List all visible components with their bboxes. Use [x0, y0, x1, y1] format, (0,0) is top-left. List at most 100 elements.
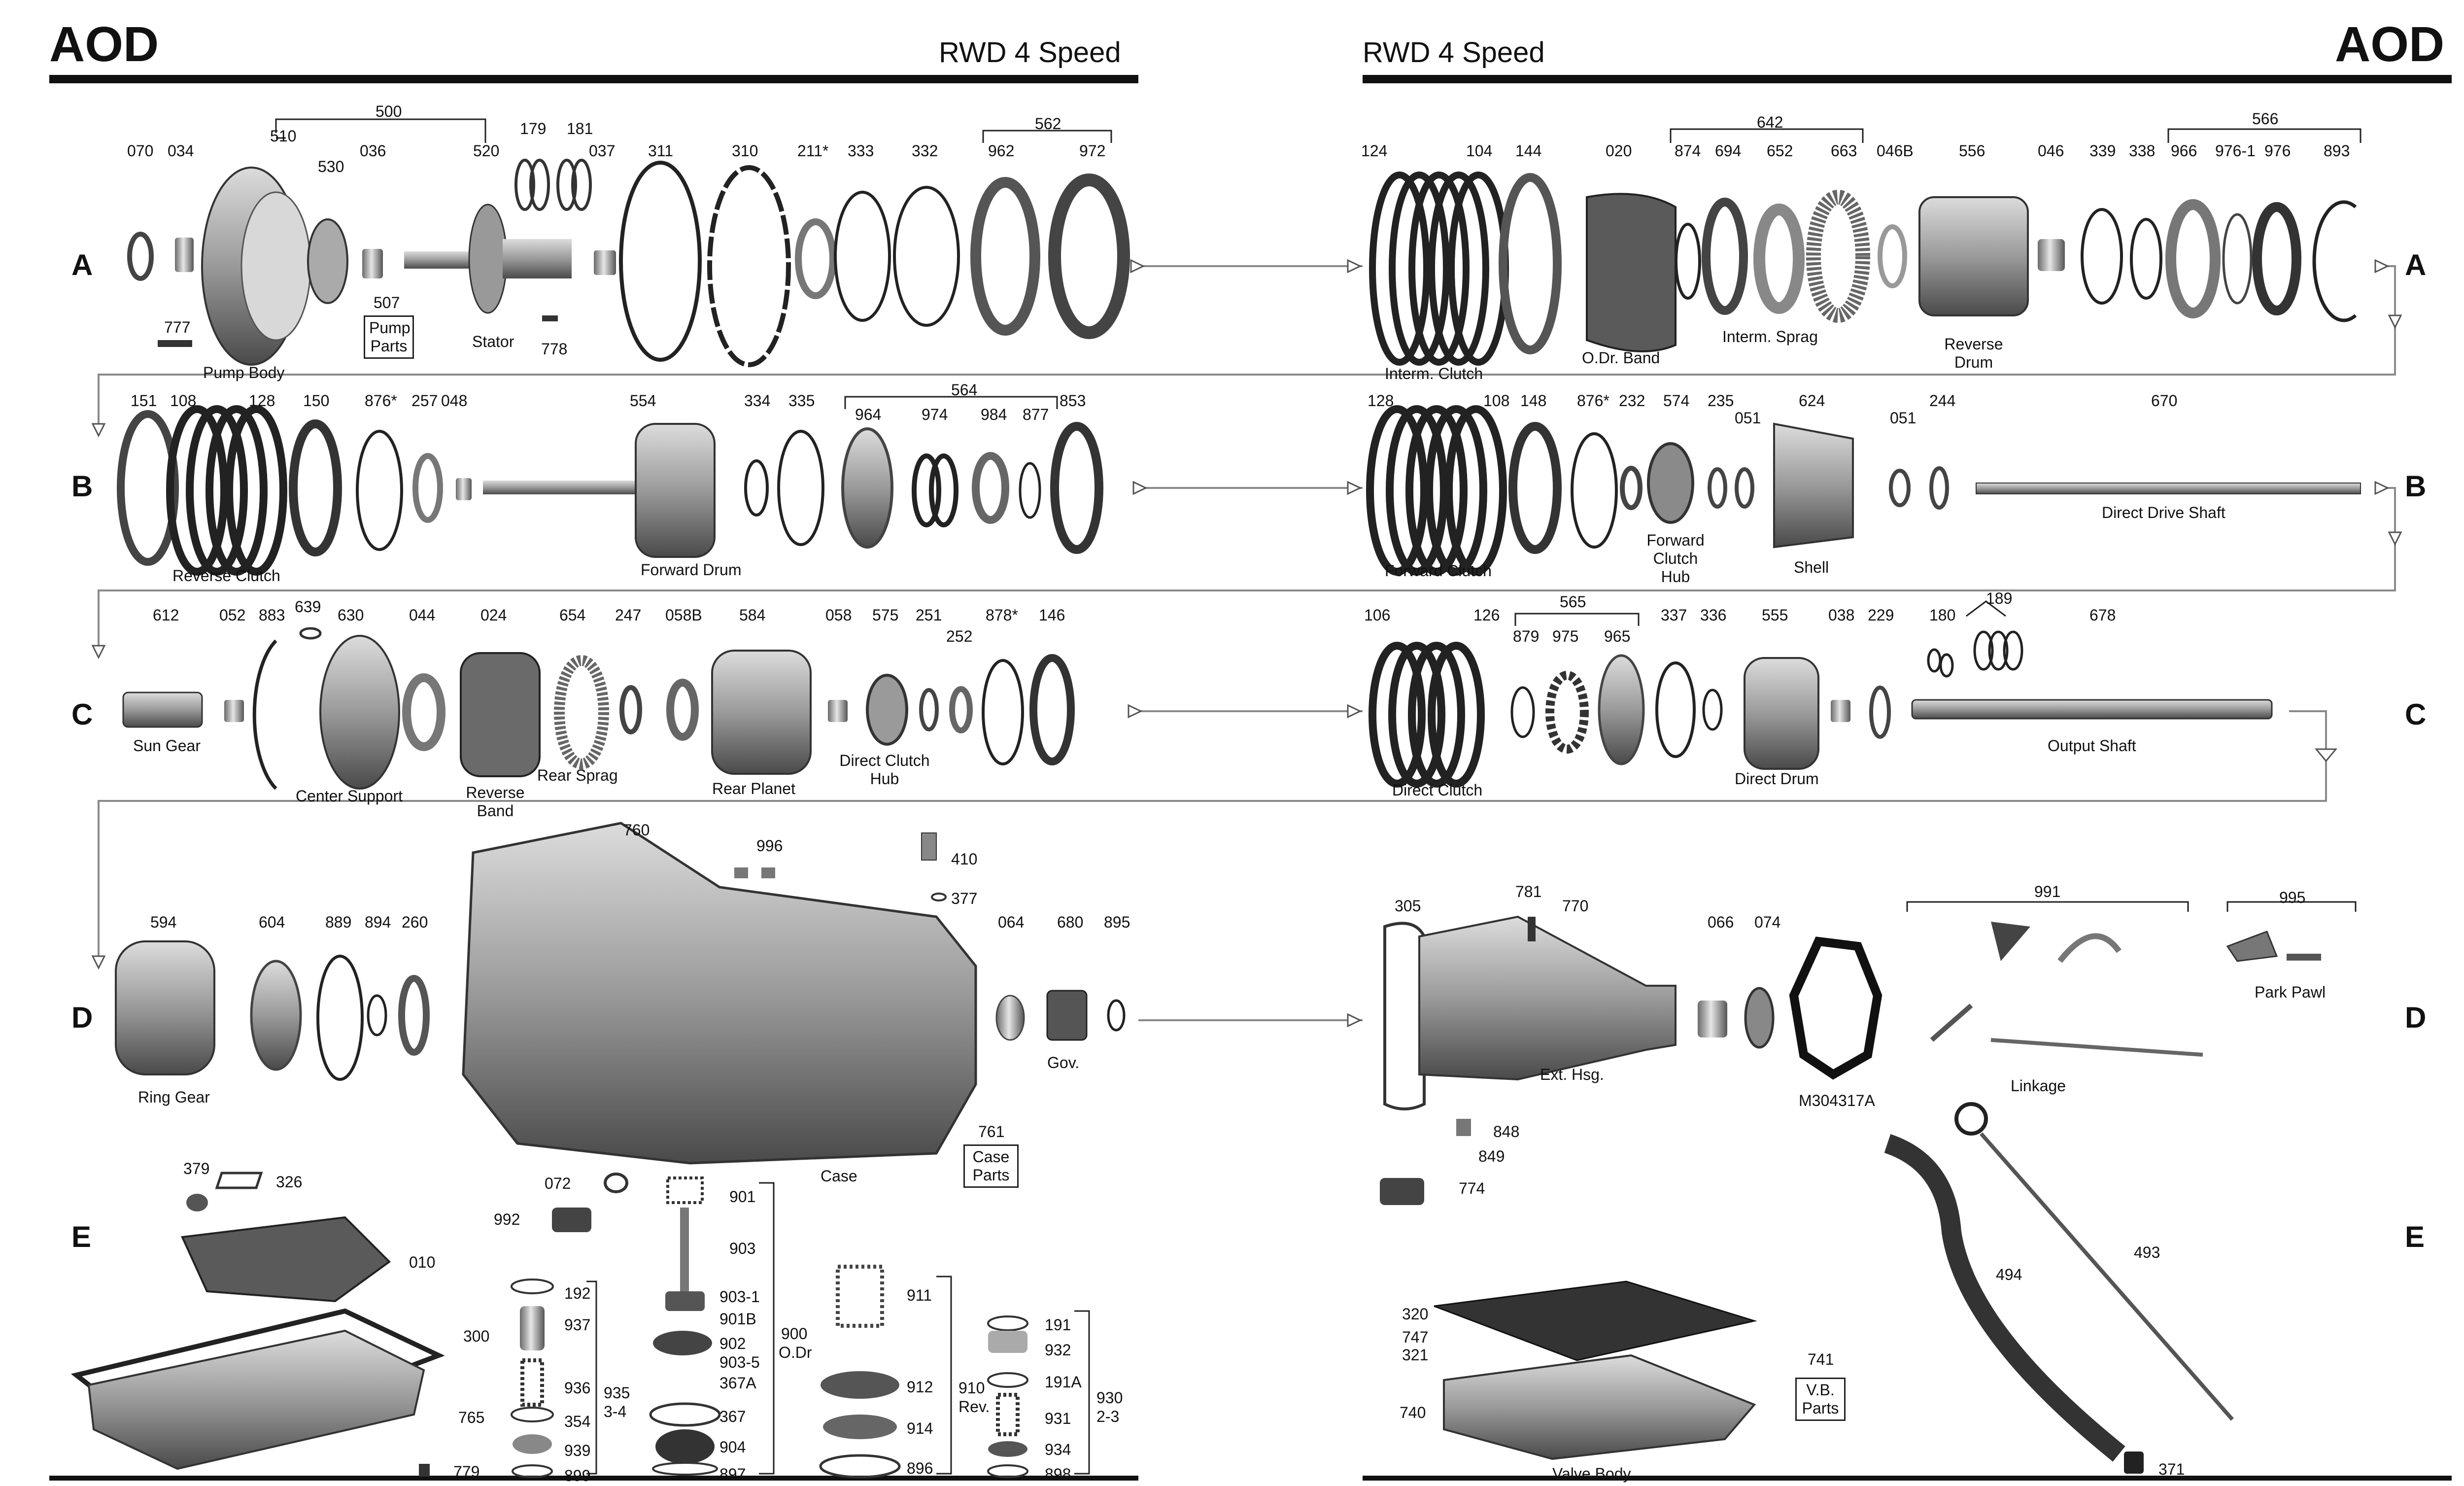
- part-895-ring: [1107, 999, 1126, 1032]
- reverse-band-shape: [460, 652, 541, 777]
- pump-parts-box[interactable]: Pump Parts: [364, 315, 414, 359]
- linkage-arm: [1930, 1003, 1973, 1042]
- part-label: 895: [1104, 913, 1130, 931]
- output-shaft-shape: [1911, 699, 2273, 720]
- part-252-washer: [949, 686, 973, 733]
- arrowhead: [91, 955, 106, 970]
- part-label: 874: [1675, 142, 1701, 160]
- part-label: 126: [1473, 606, 1500, 624]
- part-label: 678: [2089, 606, 2116, 624]
- part-912-piston: [821, 1371, 899, 1399]
- part-label: 058B: [665, 606, 702, 624]
- bracket-930: [1074, 1310, 1090, 1475]
- part-179-seal: [514, 159, 535, 211]
- part-label: 493: [2134, 1244, 2160, 1261]
- bracket-566: [2167, 128, 2361, 143]
- linkage-shape-2: [2057, 933, 2122, 963]
- part-label: 410: [951, 850, 978, 868]
- part-332-ring: [893, 186, 960, 327]
- part-191-ring: [987, 1315, 1028, 1331]
- part-label: 877: [1023, 406, 1049, 423]
- part-848-fitting: [1456, 1119, 1471, 1136]
- part-903-rod: [680, 1208, 689, 1291]
- part-058b-race: [666, 679, 699, 741]
- caption-output-shaft: Output Shaft: [2048, 737, 2136, 755]
- forward-drum-shape: [635, 423, 716, 558]
- part-975-spring: [1545, 671, 1589, 754]
- part-901-spring: [666, 1176, 704, 1204]
- bracket-562: [982, 130, 1112, 143]
- part-label: 777: [164, 318, 191, 336]
- part-label: 965: [1604, 627, 1631, 645]
- part-label: 876*: [1577, 392, 1609, 410]
- part-label: 037: [589, 142, 616, 160]
- part-label: 849: [1478, 1147, 1505, 1165]
- part-371-cap: [2124, 1451, 2144, 1474]
- part-label: 260: [402, 913, 428, 931]
- left-footer-rule: [49, 1476, 1138, 1481]
- part-893-snapring: [2312, 200, 2357, 322]
- reverse-drum-shape: [1918, 196, 2029, 316]
- part-899-ring: [512, 1464, 553, 1478]
- stator-flange: [468, 204, 508, 314]
- part-911-spring: [836, 1265, 884, 1328]
- part-label: 151: [131, 392, 157, 410]
- part-label: 574: [1663, 392, 1690, 410]
- rear-planet-shape: [711, 650, 812, 775]
- part-label: 932: [1045, 1341, 1071, 1359]
- part-label: 912: [907, 1378, 933, 1396]
- part-label: 966: [2171, 142, 2197, 160]
- caption-direct-drum: Direct Drum: [1735, 770, 1819, 788]
- row-letter-a-left: A: [71, 248, 93, 281]
- part-label: 562: [1035, 115, 1061, 133]
- rear-sprag-shape: [554, 655, 609, 769]
- part-label: 893: [2324, 142, 2350, 160]
- part-label: 991: [2034, 883, 2061, 900]
- part-339-ring: [2081, 208, 2123, 305]
- vb-parts-box[interactable]: V.B. Parts: [1795, 1378, 1846, 1421]
- left-header-rule: [49, 75, 1138, 83]
- caption-interm-clutch: Interm. Clutch: [1385, 365, 1483, 382]
- part-label: 992: [494, 1210, 520, 1228]
- case-parts-box[interactable]: Case Parts: [963, 1144, 1019, 1188]
- part-label: 663: [1831, 142, 1857, 160]
- part-label: 020: [1606, 142, 1632, 160]
- part-label: 333: [848, 142, 874, 160]
- part-label: 903-1: [719, 1288, 760, 1306]
- stator-hub: [503, 239, 572, 278]
- part-label: 191A: [1045, 1373, 1082, 1391]
- bracket-lines: [275, 118, 2361, 1475]
- part-label: 911: [907, 1286, 932, 1304]
- part-label: 974: [922, 406, 948, 423]
- part-label: 3-4: [604, 1403, 627, 1420]
- part-903-1-piston: [665, 1291, 705, 1311]
- bracket-565: [1514, 613, 1640, 626]
- part-874-ring: [1675, 223, 1701, 300]
- caption-forward-clutch: Forward Clutch: [1385, 562, 1492, 580]
- part-label: 972: [1079, 142, 1106, 160]
- part-878-ring: [982, 659, 1024, 765]
- part-778-pin: [542, 315, 558, 321]
- part-936-spring: [520, 1358, 544, 1407]
- part-label: 150: [303, 392, 330, 410]
- arrowhead: [1347, 704, 1362, 719]
- ext-hsg-shape: [1418, 915, 1677, 1081]
- part-label: 070: [127, 142, 154, 160]
- part-label: 781: [1515, 883, 1542, 900]
- part-label: 354: [564, 1413, 591, 1430]
- caption-gov: Gov.: [1047, 1054, 1080, 1071]
- part-label: 554: [630, 392, 656, 410]
- part-label: 335: [788, 392, 815, 410]
- linkage-rod: [1990, 1038, 2203, 1057]
- part-label: 774: [1459, 1179, 1485, 1197]
- row-letter-b-left: B: [71, 470, 93, 503]
- caption-sun-gear: Sun Gear: [133, 737, 201, 755]
- part-label: 066: [1708, 913, 1734, 931]
- odr-band-shape: [1586, 193, 1677, 352]
- part-label: 377: [951, 890, 978, 907]
- part-label: 900: [781, 1325, 808, 1343]
- part-label: 936: [564, 1379, 591, 1397]
- bracket-910: [936, 1276, 952, 1475]
- part-label: 604: [259, 913, 285, 931]
- part-038-bushing: [1831, 700, 1850, 722]
